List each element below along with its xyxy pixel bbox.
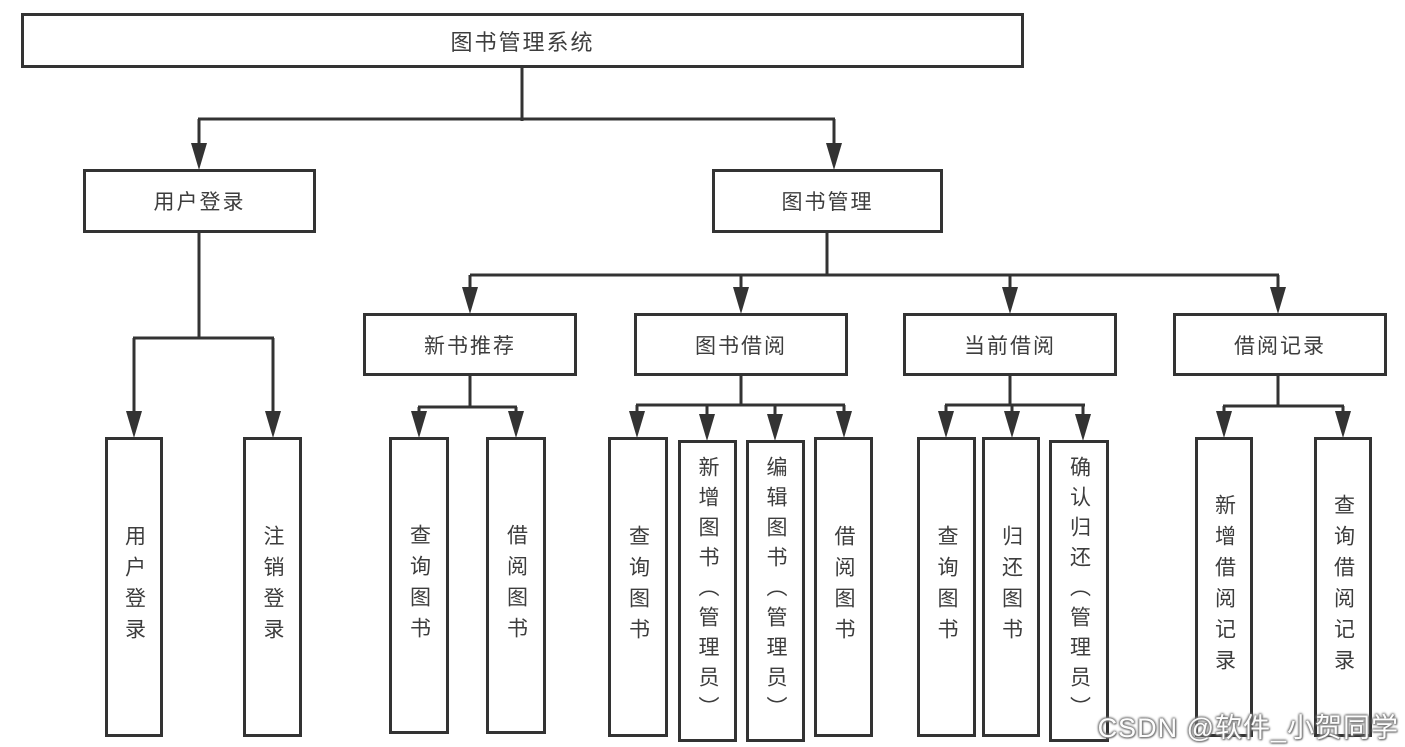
node-user-login-module: 用户登录 — [83, 169, 316, 233]
node-add-books-admin: 新增图书（管理员） — [678, 440, 737, 742]
node-label: 图书借阅 — [695, 334, 787, 358]
csdn-watermark: CSDN @软件_小贺同学 — [1097, 713, 1399, 743]
node-label: 查询图书 — [407, 523, 431, 648]
node-label: 图书管理 — [781, 191, 874, 214]
node-label: 用户登录 — [122, 525, 146, 649]
node-return-books: 归还图书 — [982, 437, 1040, 737]
node-borrow-books: 借阅图书 — [814, 437, 873, 737]
node-new-book-recommendation: 新书推荐 — [363, 313, 577, 376]
node-add-borrow-record: 新增借阅记录 — [1195, 437, 1253, 737]
node-label: 查询图书 — [626, 525, 650, 649]
node-label: 新增借阅记录 — [1212, 494, 1236, 680]
node-label: 新书推荐 — [424, 334, 516, 358]
node-book-management-module: 图书管理 — [712, 169, 943, 233]
node-query-books-current: 查询图书 — [917, 437, 976, 737]
node-query-books-recommend: 查询图书 — [389, 437, 449, 734]
node-label: 新增图书（管理员） — [696, 456, 719, 726]
node-confirm-return-admin: 确认归还（管理员） — [1049, 440, 1109, 742]
node-book-borrowing: 图书借阅 — [634, 313, 848, 376]
node-current-borrowing: 当前借阅 — [903, 313, 1117, 376]
node-borrow-books-recommend: 借阅图书 — [486, 437, 546, 734]
node-query-borrow-record: 查询借阅记录 — [1314, 437, 1372, 737]
node-library-system: 图书管理系统 — [21, 13, 1024, 68]
node-label: 图书管理系统 — [450, 29, 595, 55]
node-user-login: 用户登录 — [105, 437, 163, 737]
node-label: 查询借阅记录 — [1331, 494, 1355, 680]
node-label: 用户登录 — [153, 191, 246, 214]
node-label: 注销登录 — [261, 525, 284, 649]
node-label: 当前借阅 — [964, 334, 1056, 358]
node-label: 查询图书 — [935, 525, 958, 649]
node-borrowing-records: 借阅记录 — [1173, 313, 1387, 376]
node-label: 确认归还（管理员） — [1067, 456, 1091, 726]
node-label: 归还图书 — [999, 525, 1023, 649]
node-edit-books-admin: 编辑图书（管理员） — [746, 440, 805, 742]
node-label: 借阅图书 — [504, 523, 528, 648]
node-query-books-borrowing: 查询图书 — [608, 437, 668, 737]
node-label: 借阅记录 — [1234, 334, 1326, 358]
node-label: 编辑图书（管理员） — [764, 456, 787, 726]
node-logout: 注销登录 — [243, 437, 302, 737]
node-label: 借阅图书 — [832, 525, 855, 649]
